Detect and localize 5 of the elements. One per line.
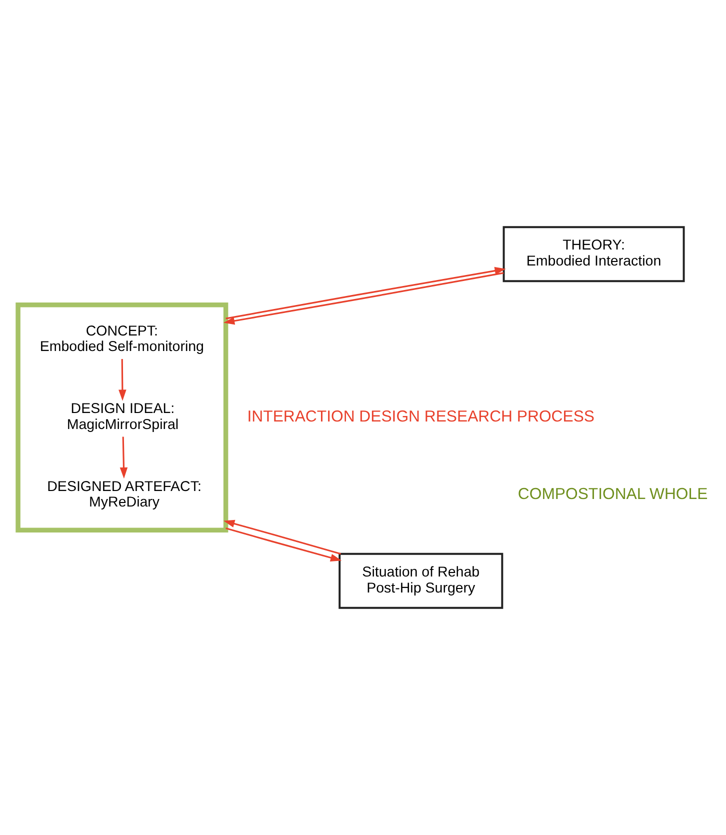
node-text: DESIGNED ARTEFACT: MyReDiary xyxy=(47,478,202,511)
label: COMPOSTIONAL WHOLE xyxy=(518,486,708,504)
label: INTERACTION DESIGN RESEARCH PROCESS xyxy=(247,408,594,426)
node-text: DESIGN IDEAL: MagicMirrorSpiral xyxy=(66,401,179,433)
node-text: CONCEPT: Embodied Self-monitoring xyxy=(40,323,204,356)
